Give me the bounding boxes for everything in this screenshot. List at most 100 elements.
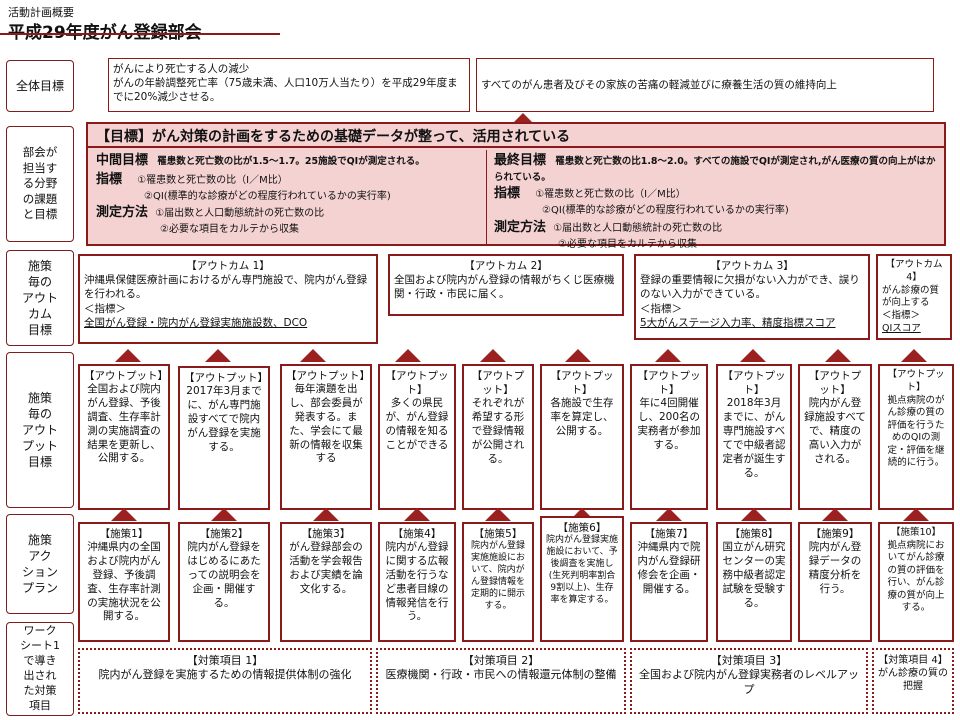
action-box-9: 【施策9】院内がん登録データの精度分析を行う。	[798, 522, 872, 642]
row-label-output: 施策 毎の アウト プット 目標	[6, 352, 74, 508]
output-box-9: 【アウトプット】院内がん登録施設すべてで、精度の高い入力がされる。	[798, 364, 872, 510]
output-title: 【アウトプット】	[550, 370, 614, 397]
row-label-worksheet: ワーク シート1 で導き 出され た対策 項目	[6, 622, 74, 716]
action-box-2: 【施策2】院内がん登録をはじめるにあたっての説明会を企画・開催する。	[178, 522, 270, 642]
action-box-6: 【施策6】院内がん登録実施施設において、予後調査を実施し(生死判明率割合9割以上…	[540, 516, 624, 642]
action-title: 【施策10】	[890, 527, 942, 538]
action-box-10: 【施策10】拠点病院においてがん診療の質の評価を行い、がん診療の質が向上する。	[878, 522, 954, 642]
action-box-5: 【施策5】院内がん登録実施施設において、院内がん登録情報を定期的に開示する。	[462, 522, 534, 642]
arrow-up-icon	[205, 349, 231, 362]
mid-indicator-label: 指標	[96, 171, 123, 187]
final-goal: 最終目標 罹患数と死亡数の比1.8〜2.0。すべての施設でQIが測定され,がん医…	[494, 152, 940, 252]
output-title: 【アウトプット】	[887, 369, 945, 393]
action-title: 【施策2】	[199, 528, 249, 540]
arrow-up-icon	[822, 508, 848, 521]
action-box-1: 【施策1】沖縄県内の全国および院内がん登録、予後調査、生存率計測の実施状況を公開…	[78, 522, 170, 642]
arrow-up-icon	[740, 349, 766, 362]
row-label-action: 施策 アク ション プラン	[6, 514, 74, 614]
arrow-up-icon	[300, 349, 326, 362]
outcome-text: がん診療の質が向上する	[882, 284, 940, 309]
output-box-8: 【アウトプット】2018年3月までに、がん専門施設すべてで中級者認定者が誕生する…	[716, 364, 792, 510]
arrow-up-icon	[903, 508, 929, 521]
action-title: 【施策7】	[644, 528, 694, 540]
output-text: 院内がん登録施設すべてで、精度の高い入力がされる。	[804, 397, 866, 465]
header-subtitle: 活動計画概要	[8, 6, 74, 19]
outcome-box-4: 【アウトカム 4】 がん診療の質が向上する ＜指標＞ QIスコア	[876, 254, 952, 340]
action-title: 【施策5】	[473, 528, 523, 540]
arrow-up-icon	[485, 508, 511, 521]
final-goal-title: 最終目標	[494, 153, 547, 168]
final-indicator-1: ①罹患数と死亡数の比（I／M比）	[535, 189, 686, 201]
arrow-up-icon	[825, 349, 851, 362]
output-box-7: 【アウトプット】年に4回開催し、200名の実務者が参加する。	[630, 364, 708, 510]
output-text: 2018年3月までに、がん専門施設すべてで中級者認定者が誕生する。	[722, 397, 786, 479]
measure-text: 院内がん登録を実施するための情報提供体制の強化	[98, 668, 352, 682]
action-text: 国立がん研究センターの実務中級者認定試験を受験する。	[722, 541, 786, 609]
output-title: 【アウトプット】	[808, 370, 862, 397]
row-label-overall: 全体目標	[6, 60, 74, 112]
arrow-up-icon	[565, 349, 591, 362]
final-indicator-label: 指標	[494, 186, 521, 202]
action-box-8: 【施策8】国立がん研究センターの実務中級者認定試験を受験する。	[716, 522, 792, 642]
row-label-division: 部会が 担当す る分野 の課題 と目標	[6, 126, 74, 242]
mid-goal: 中間目標 罹患数と死亡数の比が1.5〜1.7。25施設でQIが測定される。 指標…	[96, 152, 482, 238]
output-title: 【アウトプット】	[385, 370, 449, 397]
output-text: 拠点病院のがん診療の質の評価を行うためのQIの測定・評価を継続的に行う。	[887, 394, 945, 469]
arrow-up-icon	[901, 349, 927, 362]
divider	[486, 150, 487, 244]
mid-indicator-1: ①罹患数と死亡数の比（I／M比）	[137, 174, 288, 186]
outcome-title: 【アウトカム 4】	[885, 259, 943, 283]
final-method-label: 測定方法	[494, 219, 547, 235]
mid-indicator-2: ②QI(標準的な診療がどの程度行われているかの実行率)	[144, 190, 391, 202]
action-box-7: 【施策7】沖縄県内で院内がん登録研修会を企画・開催する。	[630, 522, 708, 642]
final-method-1: ①届出数と人口動態統計の死亡数の比	[553, 222, 723, 234]
output-text: 多くの県民が、がん登録の情報を知ることができる	[385, 397, 449, 451]
measure-title: 【対策項目 4】	[878, 655, 948, 666]
action-text: 拠点病院においてがん診療の質の評価を行い、がん診療の質が向上する。	[887, 539, 945, 614]
action-text: 沖縄県内の全国および院内がん登録、予後調査、生存率計測の実施状況を公開する。	[87, 541, 161, 623]
outcome-indicator-label: ＜指標＞	[882, 310, 921, 322]
output-title: 【アウトプット】	[637, 370, 701, 397]
output-box-10: 【アウトプット】拠点病院のがん診療の質の評価を行うためのQIの測定・評価を継続的…	[878, 364, 954, 510]
arrow-up-icon	[741, 508, 767, 521]
page-title: 平成29年度がん登録部会	[8, 23, 202, 43]
outcome-box-3: 【アウトカム 3】 登録の重要情報に欠損がない入力ができ、誤りのない入力ができて…	[634, 254, 870, 340]
division-goal-panel: 【目標】がん対策の計画をするための基礎データが整って、活用されている 中間目標 …	[86, 122, 946, 250]
outcome-text: 沖縄県保健医療計画におけるがん専門施設で、院内がん登録を行われる。	[84, 274, 368, 301]
outcome-box-1: 【アウトカム 1】 沖縄県保健医療計画におけるがん専門施設で、院内がん登録を行わ…	[78, 254, 378, 344]
output-text: それぞれが希望する形で登録情報が公開される。	[471, 397, 525, 465]
action-text: 院内がん登録実施施設において、院内がん登録情報を定期的に開示する。	[470, 541, 525, 611]
outcome-title: 【アウトカム 2】	[464, 260, 548, 272]
outcome-box-2: 【アウトカム 2】 全国および院内がん登録の情報がちくじ医療機関・行政・市民に届…	[388, 254, 624, 316]
output-title: 【アウトプット】	[286, 370, 370, 382]
mid-goal-text: 罹患数と死亡数の比が1.5〜1.7。25施設でQIが測定される。	[157, 156, 425, 167]
overall-goal-right: すべてのがん患者及びその家族の苦痛の軽減並びに療養生活の質の維持向上	[476, 58, 934, 112]
measure-box-4: 【対策項目 4】がん診療の質の把握	[872, 648, 954, 714]
outcome-metric: 5大がんステージ入力率、精度指標スコア	[640, 316, 836, 329]
action-text: 院内がん登録データの精度分析を行う。	[808, 541, 862, 595]
overall-goal-left: がんにより死亡する人の減少 がんの年齢調整死亡率（75歳未満、人口10万人当たり…	[108, 58, 470, 112]
output-text: 全国および院内がん登録、予後調査、生存率計測の実施調査の結果を更新し、公開する。	[87, 383, 161, 465]
outcome-metric: 全国がん登録・院内がん登録実施施設数、DCO	[84, 316, 308, 329]
arrow-up-icon	[111, 508, 137, 521]
action-title: 【施策1】	[99, 528, 149, 540]
measure-box-2: 【対策項目 2】医療機関・行政・市民への情報還元体制の整備	[376, 648, 626, 714]
measure-title: 【対策項目 1】	[186, 654, 264, 667]
measure-text: 全国および院内がん登録実務者のレベルアップ	[639, 668, 859, 696]
action-title: 【施策8】	[729, 528, 779, 540]
outcome-indicator-label: ＜指標＞	[84, 302, 126, 315]
row-label-outcome: 施策 毎の アウト カム 目標	[6, 250, 74, 346]
action-text: がん登録部会の活動を学会報告および実績を論文化する。	[289, 541, 363, 595]
output-box-6: 【アウトプット】各施設で生存率を算定し、公開する。	[540, 364, 624, 510]
measure-box-3: 【対策項目 3】全国および院内がん登録実務者のレベルアップ	[630, 648, 868, 714]
mid-method-label: 測定方法	[96, 205, 149, 221]
final-method-2: ②必要な項目をカルテから収集	[558, 238, 697, 250]
output-box-3: 【アウトプット】毎年演題を出し、部会委員が発表する。また、学会にて最新の情報を収…	[280, 364, 372, 510]
action-text: 沖縄県内で院内がん登録研修会を企画・開催する。	[637, 541, 701, 595]
output-title: 【アウトプット】	[84, 370, 168, 382]
outcome-title: 【アウトカム 3】	[710, 260, 794, 272]
measure-text: 医療機関・行政・市民への情報還元体制の整備	[385, 668, 617, 682]
arrow-up-icon	[115, 349, 141, 362]
outcome-indicator-label: ＜指標＞	[640, 302, 682, 315]
output-box-2: 【アウトプット】2017年3月までに、がん専門施設すべてで院内がん登録を実施する…	[178, 366, 270, 510]
